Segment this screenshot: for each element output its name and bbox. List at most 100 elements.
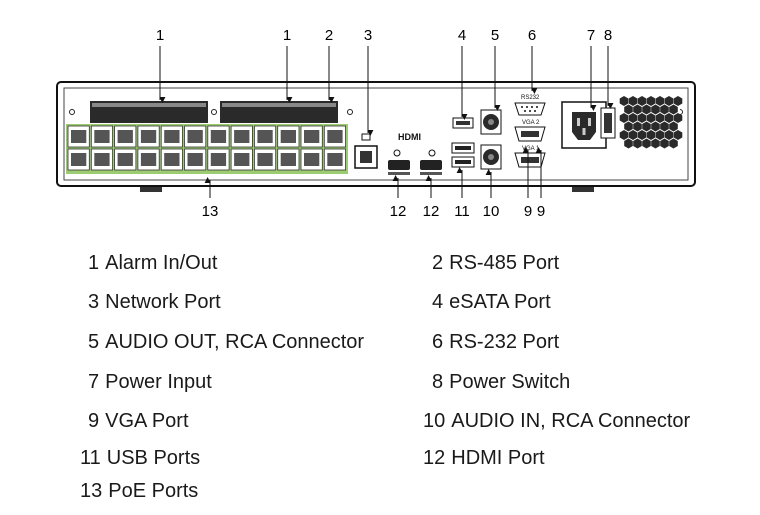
- fan-hex: [669, 138, 678, 149]
- callout-1b: 1: [283, 27, 293, 103]
- poe-port-socket: [164, 153, 180, 166]
- fan-hex: [655, 96, 665, 106]
- fan-hex: [673, 113, 683, 123]
- fan-hex: [619, 113, 629, 123]
- fan-hex: [637, 96, 647, 106]
- screw-icon: [69, 109, 75, 115]
- svg-text:2: 2: [325, 27, 333, 44]
- vga2-label: VGA 2: [522, 120, 540, 126]
- power-input: [561, 101, 607, 149]
- fan-hex: [633, 121, 642, 132]
- callout-10: 10: [483, 169, 500, 220]
- poe-port-socket: [210, 153, 227, 166]
- alarm-terminal-block-1: [90, 101, 208, 123]
- fan-hex: [660, 138, 669, 149]
- fan-hex: [664, 113, 674, 123]
- fan-hex: [619, 130, 629, 140]
- svg-text:4: 4: [458, 27, 466, 44]
- callout-12b: 12: [423, 175, 440, 220]
- fan-hex: [669, 104, 678, 115]
- poe-port-socket: [140, 153, 157, 166]
- fan-hex: [655, 130, 665, 140]
- foot-left: [140, 186, 162, 192]
- fan-hex: [624, 138, 633, 149]
- fan-hex: [646, 113, 656, 123]
- callout-7: 7: [587, 27, 597, 111]
- hdmi-port-1: [420, 149, 442, 175]
- poe-port-socket: [234, 153, 250, 166]
- alarm-terminal-block-2: [220, 101, 338, 123]
- callout-1a: 1: [156, 27, 166, 103]
- fan-hex: [660, 104, 669, 115]
- svg-text:5: 5: [491, 27, 499, 44]
- svg-text:6: 6: [528, 27, 536, 44]
- svg-text:7: 7: [587, 27, 595, 44]
- svg-text:13: 13: [202, 203, 219, 220]
- network-port: [354, 133, 378, 169]
- callout-11: 11: [454, 167, 470, 220]
- svg-text:10: 10: [483, 203, 500, 220]
- vga1-label: VGA 1: [522, 146, 540, 152]
- poe-port-socket: [117, 130, 133, 143]
- callout-4: 4: [458, 27, 468, 120]
- callout-5: 5: [491, 27, 501, 111]
- fan-hex: [651, 121, 660, 132]
- fan-hex: [637, 113, 647, 123]
- fan-hex: [642, 104, 651, 115]
- fan-grille: [618, 96, 683, 149]
- callout-9a: 9: [522, 147, 532, 220]
- chassis-inner: [63, 87, 689, 181]
- poe-port-socket: [94, 153, 110, 166]
- poe-port-socket: [304, 153, 320, 166]
- poe-port-socket: [257, 130, 273, 143]
- svg-text:12: 12: [423, 203, 440, 220]
- poe-port-socket: [71, 130, 87, 143]
- callout-2: 2: [325, 27, 335, 103]
- fan-hex: [624, 104, 633, 115]
- svg-text:8: 8: [604, 27, 612, 44]
- fan-hex: [642, 121, 651, 132]
- svg-text:1: 1: [156, 27, 164, 44]
- fan-hex: [669, 121, 678, 132]
- callout-13: 13: [202, 177, 219, 220]
- callout-6: 6: [528, 27, 538, 94]
- svg-text:9: 9: [537, 203, 545, 220]
- fan-hex: [651, 104, 660, 115]
- nvr-rear-panel-diagram: HDMI RS232 VGA 2 VGA 1: [56, 27, 696, 220]
- fan-hex: [664, 130, 674, 140]
- poe-port-socket: [327, 130, 343, 143]
- fan-hex: [619, 96, 629, 106]
- fan-hex: [655, 113, 665, 123]
- poe-port-socket: [117, 153, 133, 166]
- fan-hex: [651, 138, 660, 149]
- poe-port-socket: [187, 153, 203, 166]
- poe-port-socket: [140, 130, 157, 143]
- poe-port-socket: [210, 130, 227, 143]
- screw-icon: [211, 109, 217, 115]
- fan-hex: [664, 96, 674, 106]
- fan-hex: [673, 130, 683, 140]
- rs232-label: RS232: [521, 95, 540, 101]
- poe-port-socket: [94, 130, 110, 143]
- audio-in-rca: [480, 144, 502, 170]
- svg-text:11: 11: [454, 203, 470, 220]
- poe-port-socket: [304, 130, 320, 143]
- fan-hex: [633, 138, 642, 149]
- fan-hex: [637, 130, 647, 140]
- poe-port-socket: [257, 153, 273, 166]
- rs232-port: [514, 102, 546, 116]
- svg-text:3: 3: [364, 27, 372, 44]
- fan-hex: [628, 130, 638, 140]
- poe-port-socket: [164, 130, 180, 143]
